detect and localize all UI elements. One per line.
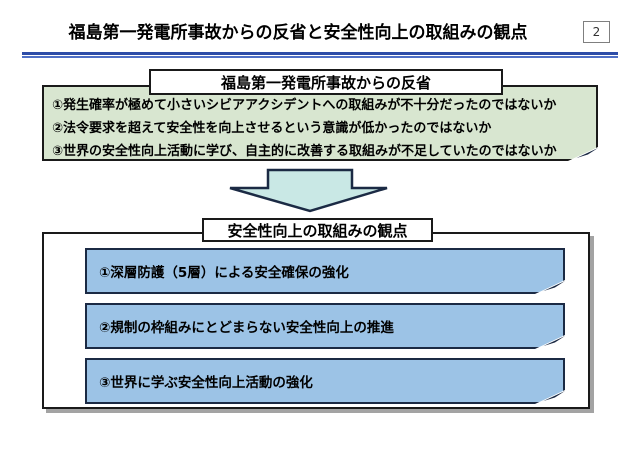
reflection-item-3: ③世界の安全性向上活動に学び、自主的に改善する取組みが不足していたのではないか [52, 144, 557, 159]
page-number: 2 [592, 25, 601, 39]
down-arrow-icon [229, 168, 388, 213]
initiative-box-1: ①深層防護（5層）による安全確保の強化 [85, 248, 565, 294]
reflection-box: ①発生確率が極めて小さいシビアアクシデントへの取組みが不十分だったのではないか … [42, 85, 598, 161]
initiative-label-2: ②規制の枠組みにとどまらない安全性向上の推進 [99, 320, 394, 336]
page-title: 福島第一発電所事故からの反省と安全性向上の取組みの観点 [68, 23, 528, 43]
divider-line-thick [22, 52, 618, 55]
reflection-item-1: ①発生確率が極めて小さいシビアアクシデントへの取組みが不十分だったのではないか [52, 98, 557, 113]
title-divider [22, 52, 618, 58]
initiative-label-1: ①深層防護（5層）による安全確保の強化 [99, 265, 349, 281]
divider-gap [22, 55, 618, 56]
page-number-box: 2 [583, 21, 610, 43]
initiatives-header: 安全性向上の取組みの観点 [202, 218, 433, 242]
initiative-box-3: ③世界に学ぶ安全性向上活動の強化 [85, 358, 565, 404]
initiative-label-3: ③世界に学ぶ安全性向上活動の強化 [99, 375, 313, 391]
reflection-item-2: ②法令要求を超えて安全性を向上させるという意識が低かったのではないか [52, 121, 492, 136]
reflection-header: 福島第一発電所事故からの反省 [149, 69, 503, 95]
initiative-box-2: ②規制の枠組みにとどまらない安全性向上の推進 [85, 303, 565, 349]
reflection-item-list: ①発生確率が極めて小さいシビアアクシデントへの取組みが不十分だったのではないか … [44, 87, 596, 163]
divider-line-thin [22, 56, 618, 58]
